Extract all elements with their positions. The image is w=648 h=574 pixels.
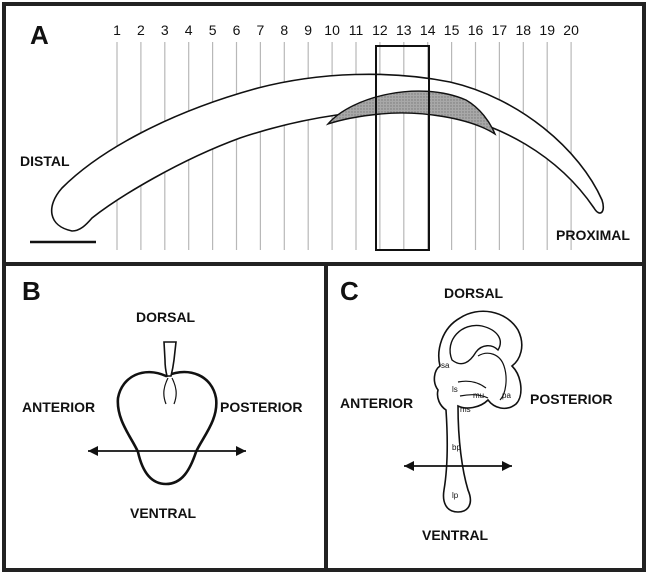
panel-c-anterior-label: ANTERIOR [340,395,413,411]
panel-b-arrowhead-left [88,446,98,456]
section-number-2: 2 [137,22,145,38]
label-pa: pa [502,391,511,400]
section-number-17: 17 [492,22,508,38]
proximal-label: PROXIMAL [556,227,630,243]
section-number-14: 14 [420,22,436,38]
label-sa: sa [441,361,450,370]
section-number-5: 5 [209,22,217,38]
section-number-4: 4 [185,22,193,38]
label-bp: bp [452,443,461,452]
panel-b-anterior-label: ANTERIOR [22,399,95,415]
panel-a-letter: A [30,20,49,50]
section-number-1: 1 [113,22,121,38]
panel-c-dorsal-label: DORSAL [444,285,504,301]
section-number-10: 10 [324,22,340,38]
section-number-15: 15 [444,22,460,38]
label-ls: ls [452,385,458,394]
label-mu: mu [473,391,484,400]
section-number-13: 13 [396,22,412,38]
section-number-18: 18 [516,22,532,38]
section-number-16: 16 [468,22,484,38]
label-lp: lp [452,491,459,500]
panel-c-arrowhead-right [502,461,512,471]
panel-b-ventral-label: VENTRAL [130,505,197,521]
panel-c-section-outline [434,311,521,512]
panel-c-frame [326,264,644,570]
distal-label: DISTAL [20,153,70,169]
panel-c-arrowhead-left [404,461,414,471]
panel-c-posterior-label: POSTERIOR [530,391,612,407]
section-number-7: 7 [257,22,265,38]
panel-b-posterior-label: POSTERIOR [220,399,302,415]
section-number-8: 8 [280,22,288,38]
label-ms: ms [460,405,471,414]
section-number-3: 3 [161,22,169,38]
section-number-9: 9 [304,22,312,38]
section-number-19: 19 [539,22,555,38]
panel-b-section-outline [118,372,217,484]
panel-b-arrowhead-right [236,446,246,456]
body-outline [52,74,604,231]
panel-c-letter: C [340,276,359,306]
section-number-11: 11 [349,22,364,38]
section-number-12: 12 [372,22,388,38]
panel-b-letter: B [22,276,41,306]
section-number-20: 20 [563,22,579,38]
section-number-6: 6 [233,22,241,38]
panel-b-dorsal-label: DORSAL [136,309,196,325]
panel-b-stalk [164,342,176,376]
panel-c-ventral-label: VENTRAL [422,527,489,543]
